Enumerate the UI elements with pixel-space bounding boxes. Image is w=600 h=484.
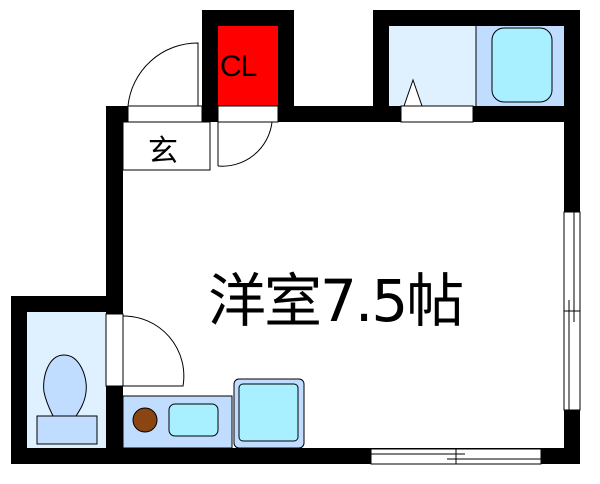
closet-label: CL [220,50,257,83]
entrance-door-swing [127,42,199,107]
entrance-label: 玄 [148,134,178,169]
main-room-label: 洋室7.5帖 [208,267,464,335]
toilet-bowl [43,354,87,417]
bathroom-door-opening [400,105,474,123]
kitchen-sink [168,403,219,437]
stove-burner-icon [132,407,158,433]
bathtub [491,27,553,103]
toilet-tank [36,415,98,445]
entrance-area [122,121,211,171]
toilet-door-swing [122,315,185,387]
washroom-area [389,26,476,106]
closet-door-opening [217,105,279,123]
entrance-door-opening [127,105,203,123]
closet-interior [218,26,278,106]
toilet-door-opening [105,313,124,387]
